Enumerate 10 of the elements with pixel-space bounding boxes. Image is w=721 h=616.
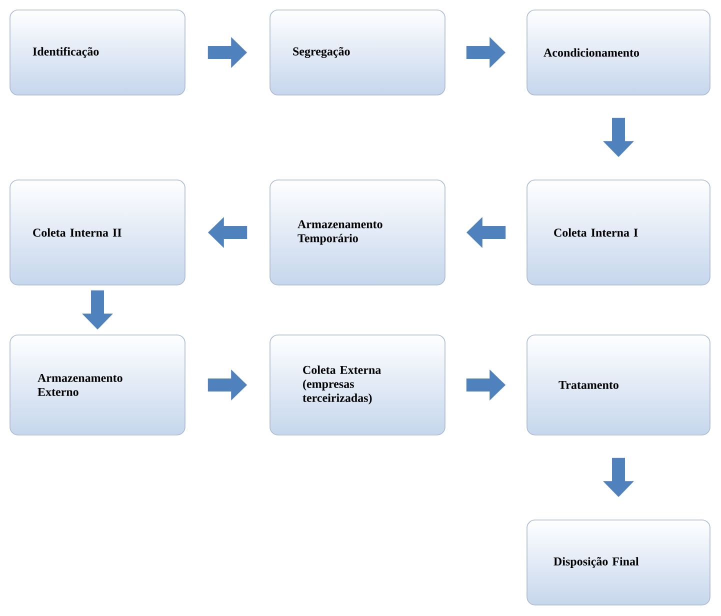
process-box: Identificação — [10, 10, 186, 96]
process-box: Acondicionamento — [526, 10, 710, 96]
process-box: Coleta Interna II — [10, 180, 186, 286]
process-box: Disposição Final — [526, 520, 710, 606]
process-box: Coleta Externa (empresas terceirizadas) — [270, 334, 446, 436]
process-box: Tratamento — [526, 334, 710, 436]
process-box: Armazenamento Externo — [10, 334, 186, 436]
process-box: Armazenamento Temporário — [270, 180, 446, 286]
process-box: Segregação — [270, 10, 446, 96]
process-box: Coleta Interna I — [526, 180, 710, 286]
